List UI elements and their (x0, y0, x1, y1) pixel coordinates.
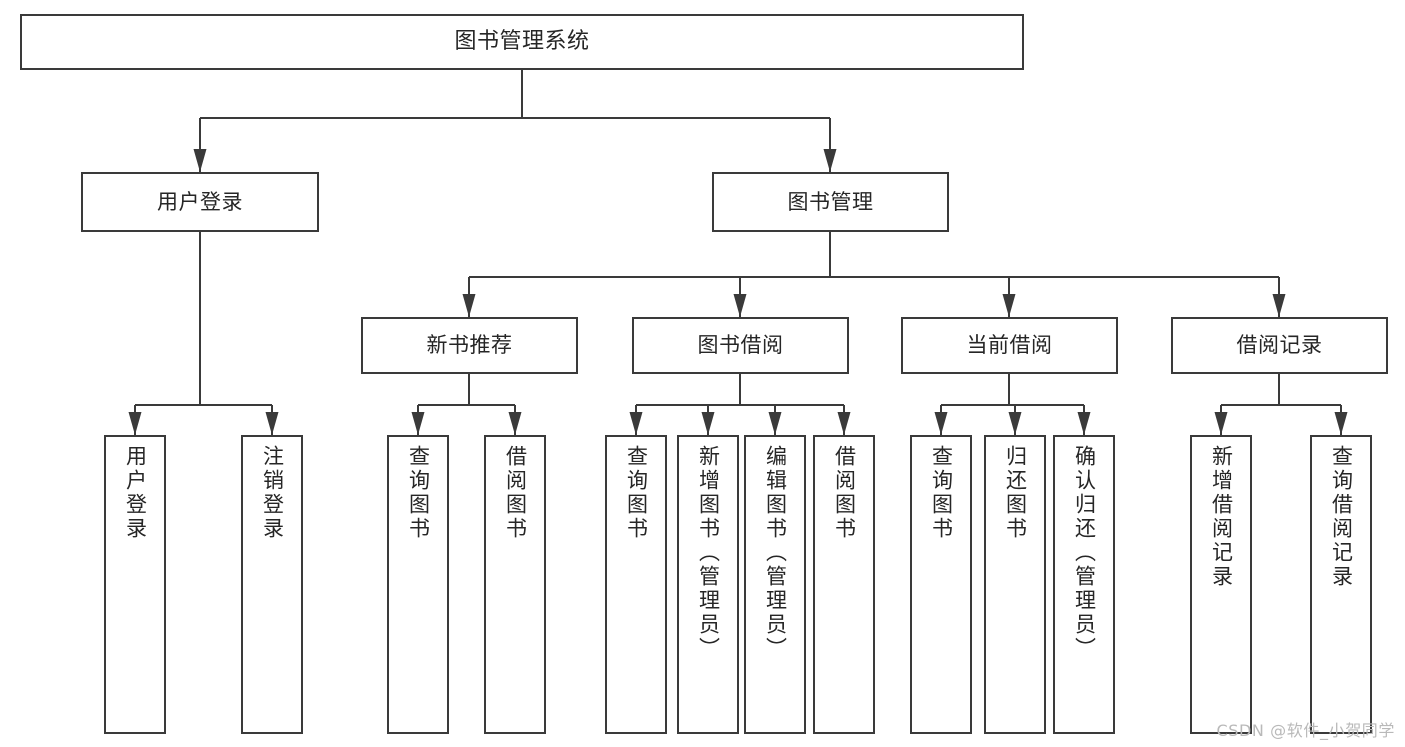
node-label: 归还图书 (1003, 445, 1028, 541)
edges-group (133, 70, 1343, 435)
csdn-watermark: CSDN @软件_小贺同学 (1216, 721, 1395, 740)
node-leaf-查询借阅记录-12[interactable]: 查询借阅记录 (1310, 435, 1372, 734)
node-label: 查询图书 (624, 445, 649, 541)
node-root-book-management-system[interactable]: 图书管理系统 (20, 14, 1024, 70)
node-label: 注销登录 (260, 445, 285, 541)
node-label: 用户登录 (157, 189, 243, 214)
node-l2-图书管理-1[interactable]: 图书管理 (712, 172, 949, 232)
node-label: 借阅记录 (1236, 333, 1323, 358)
node-leaf-查询图书-2[interactable]: 查询图书 (387, 435, 449, 734)
node-label: 新增借阅记录 (1209, 445, 1234, 589)
node-label: 编辑图书（管理员） (763, 445, 788, 661)
node-l2-用户登录-0[interactable]: 用户登录 (81, 172, 319, 232)
node-leaf-新增图书管理员-5[interactable]: 新增图书（管理员） (677, 435, 739, 734)
node-leaf-确认归还管理员-10[interactable]: 确认归还（管理员） (1053, 435, 1115, 734)
node-leaf-借阅图书-3[interactable]: 借阅图书 (484, 435, 546, 734)
node-leaf-查询图书-8[interactable]: 查询图书 (910, 435, 972, 734)
node-leaf-借阅图书-7[interactable]: 借阅图书 (813, 435, 875, 734)
node-label: 图书管理系统 (454, 29, 590, 55)
node-label: 借阅图书 (503, 445, 528, 541)
node-label: 借阅图书 (832, 445, 857, 541)
node-leaf-用户登录-0[interactable]: 用户登录 (104, 435, 166, 734)
node-label: 查询借阅记录 (1329, 445, 1354, 589)
node-label: 用户登录 (123, 445, 148, 541)
node-label: 当前借阅 (966, 333, 1053, 358)
node-label: 查询图书 (406, 445, 431, 541)
node-l3-当前借阅-2[interactable]: 当前借阅 (901, 317, 1118, 374)
node-label: 图书借阅 (697, 333, 784, 358)
node-leaf-注销登录-1[interactable]: 注销登录 (241, 435, 303, 734)
node-l3-新书推荐-0[interactable]: 新书推荐 (361, 317, 578, 374)
node-leaf-归还图书-9[interactable]: 归还图书 (984, 435, 1046, 734)
node-leaf-编辑图书管理员-6[interactable]: 编辑图书（管理员） (744, 435, 806, 734)
node-label: 图书管理 (787, 189, 874, 214)
node-label: 新增图书（管理员） (696, 445, 721, 661)
node-label: 新书推荐 (426, 333, 513, 358)
node-leaf-查询图书-4[interactable]: 查询图书 (605, 435, 667, 734)
node-l3-借阅记录-3[interactable]: 借阅记录 (1171, 317, 1388, 374)
node-label: 查询图书 (929, 445, 954, 541)
node-leaf-新增借阅记录-11[interactable]: 新增借阅记录 (1190, 435, 1252, 734)
node-label: 确认归还（管理员） (1072, 445, 1097, 661)
node-l3-图书借阅-1[interactable]: 图书借阅 (632, 317, 849, 374)
